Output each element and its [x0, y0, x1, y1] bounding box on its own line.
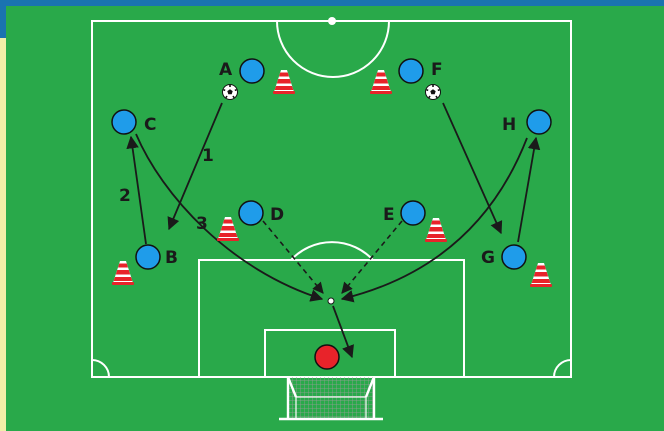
- player-C: [111, 109, 137, 135]
- center-spot: [328, 17, 336, 25]
- shot-arrow-to-goal: [332, 305, 354, 359]
- player-H: [526, 109, 552, 135]
- finishing-spot: [327, 297, 335, 305]
- player-B: [135, 244, 161, 270]
- player-label-D: D: [270, 205, 284, 225]
- center-circle-arc: [276, 20, 390, 78]
- pass-arrow-G-to-H: [517, 136, 541, 243]
- player-label-C: C: [144, 115, 156, 135]
- goal-net: [279, 376, 383, 421]
- step-number-1: 1: [202, 146, 214, 166]
- player-label-A: A: [219, 60, 233, 80]
- player-label-G: G: [481, 248, 495, 268]
- pass-arrow-B-to-C: [126, 135, 147, 245]
- step-number-3: 3: [196, 214, 208, 234]
- corner-arc-left: [91, 359, 110, 378]
- frame-left-strip: [0, 38, 6, 431]
- dashed-pass-arrows: [262, 220, 403, 294]
- pass-arrow-F-to-G: [442, 102, 503, 235]
- player-E: [400, 200, 426, 226]
- player-label-E: E: [383, 205, 395, 225]
- penalty-arc: [290, 241, 374, 261]
- player-F: [398, 58, 424, 84]
- player-label-B: B: [165, 248, 178, 268]
- dashed-arrow-E-to-spot: [341, 220, 403, 294]
- player-label-H: H: [502, 115, 516, 135]
- soccer-ball-icon: [221, 83, 239, 101]
- corner-arc-right: [553, 359, 572, 378]
- dashed-arrow-D-to-spot: [262, 220, 324, 294]
- frame-corner-block: [0, 6, 6, 38]
- step-number-2: 2: [119, 186, 131, 206]
- movement-arrows: [126, 102, 541, 359]
- goalkeeper: [314, 344, 340, 370]
- run-arrow-H-to-spot: [340, 137, 528, 303]
- run-arrow-C-to-spot: [135, 133, 324, 302]
- player-G: [501, 244, 527, 270]
- players-group: [111, 58, 552, 270]
- frame-top-bar: [0, 0, 664, 6]
- player-A: [239, 58, 265, 84]
- player-label-F: F: [431, 60, 443, 80]
- pass-arrow-A-to-B: [167, 102, 223, 231]
- player-D: [238, 200, 264, 226]
- soccer-ball-icon: [424, 83, 442, 101]
